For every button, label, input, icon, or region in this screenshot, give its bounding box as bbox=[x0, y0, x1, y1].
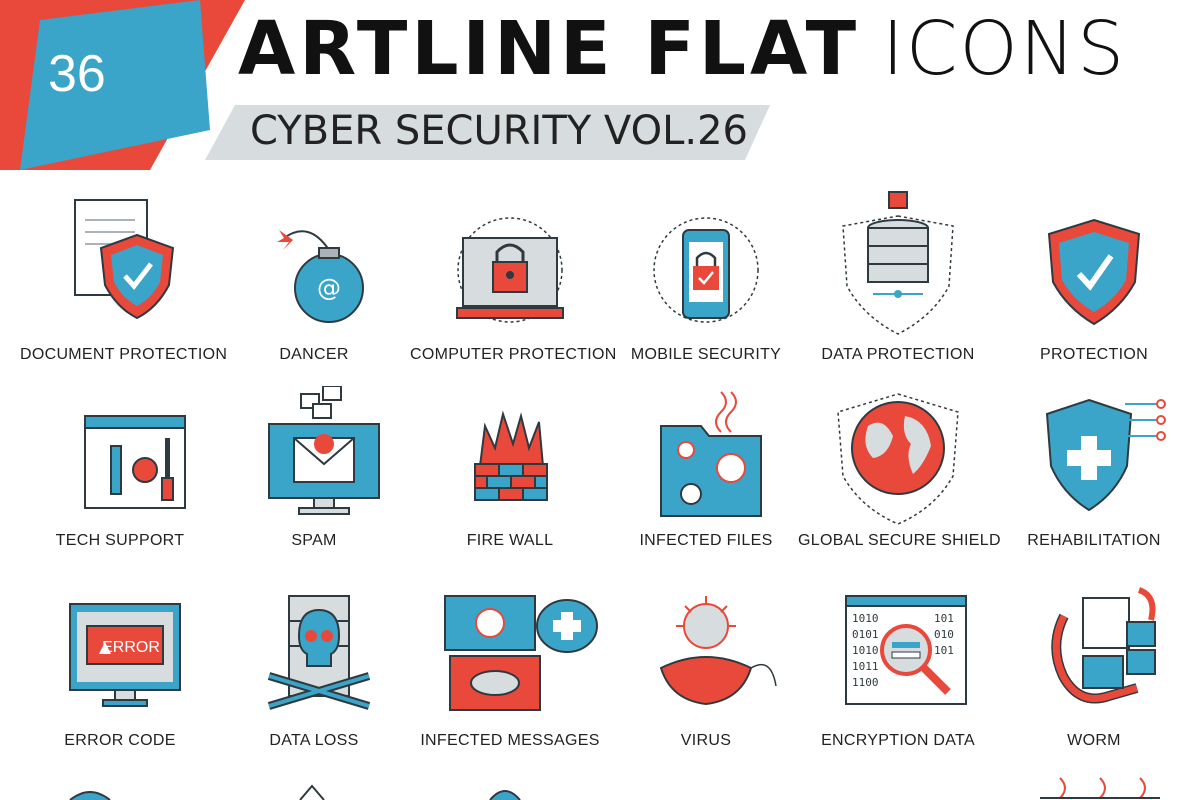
svg-text:101: 101 bbox=[934, 644, 954, 657]
icon-cell: SPAM bbox=[214, 386, 414, 550]
icon-cell: 1010 0101 1010 1011 1100 101 010 101 ENCRYPTIO… bbox=[798, 576, 998, 750]
icon-label: TECH SUPPORT bbox=[55, 532, 185, 549]
icon-label: ERROR CODE bbox=[64, 732, 176, 749]
virus-messages-icon bbox=[444, 595, 598, 711]
icon-cell: REHABILITATION bbox=[994, 386, 1194, 550]
icon-label: FIRE WALL bbox=[466, 532, 554, 549]
icon-cell: VIRUS bbox=[606, 576, 806, 750]
shield-check-icon bbox=[1047, 218, 1141, 326]
icon-cell: FIRE WALL bbox=[410, 386, 610, 550]
skull-database-icon bbox=[267, 595, 371, 710]
icon-label: INFECTED FILES bbox=[639, 532, 773, 549]
title-bold: ARTLINE FLAT bbox=[238, 6, 861, 92]
icon-label: SPAM bbox=[291, 532, 337, 549]
icon-cell: WORM bbox=[994, 576, 1194, 750]
binary-magnifier-icon: 1010 0101 1010 1011 1100 101 010 101 bbox=[845, 595, 967, 705]
phone-lock-icon bbox=[653, 217, 759, 323]
laptop-lock-icon bbox=[456, 217, 564, 323]
icon-label: DATA LOSS bbox=[269, 732, 359, 749]
title-light: ICONS bbox=[882, 6, 1127, 92]
icon-label: PROTECTION bbox=[1040, 346, 1148, 363]
partial-icon-row bbox=[69, 777, 1160, 800]
error-text: ERROR bbox=[102, 639, 160, 656]
icon-cell: DOCUMENT PROTECTION bbox=[20, 190, 228, 364]
infected-folder-icon bbox=[660, 391, 762, 517]
icon-cell: ERROR ERROR CODE bbox=[20, 576, 220, 750]
worm-files-icon bbox=[1051, 587, 1156, 704]
svg-text:1011: 1011 bbox=[852, 660, 879, 673]
icon-label: VIRUS bbox=[680, 732, 732, 749]
tools-window-icon bbox=[84, 415, 186, 509]
svg-text:010: 010 bbox=[934, 628, 954, 641]
icon-label: MOBILE SECURITY bbox=[630, 346, 782, 363]
icon-cell: TECH SUPPORT bbox=[20, 386, 220, 550]
icon-cell: COMPUTER PROTECTION bbox=[410, 190, 617, 364]
database-shield-icon bbox=[842, 191, 954, 335]
svg-text:0101: 0101 bbox=[852, 628, 879, 641]
icon-label: INFECTED MESSAGES bbox=[420, 732, 600, 749]
icon-cell: DATA LOSS bbox=[214, 576, 414, 750]
monitor-error-icon: ERROR bbox=[69, 603, 181, 707]
header-banner bbox=[0, 0, 770, 170]
icon-label: DOCUMENT PROTECTION bbox=[20, 346, 228, 363]
virus-icon bbox=[659, 596, 777, 706]
page-subtitle: CYBER SECURITY VOL.26 bbox=[250, 108, 748, 154]
icon-label: COMPUTER PROTECTION bbox=[410, 346, 617, 363]
badge-number: 36 bbox=[48, 45, 106, 103]
icon-cell: MOBILE SECURITY bbox=[606, 190, 806, 364]
icon-cell: INFECTED MESSAGES bbox=[410, 576, 610, 750]
monitor-mail-icon bbox=[268, 386, 380, 515]
svg-text:1010: 1010 bbox=[852, 644, 879, 657]
icon-cell: PROTECTION bbox=[994, 190, 1194, 364]
icon-label: GLOBAL SECURE SHIELD bbox=[798, 532, 1001, 549]
icon-label: WORM bbox=[1067, 732, 1121, 749]
svg-text:101: 101 bbox=[934, 612, 954, 625]
icon-cell: INFECTED FILES bbox=[606, 386, 806, 550]
svg-text:1100: 1100 bbox=[852, 676, 879, 689]
icon-label: DANCER bbox=[279, 346, 349, 363]
globe-shield-icon bbox=[837, 393, 959, 525]
icon-cell: @ DANCER bbox=[214, 190, 414, 364]
icon-label: ENCRYPTION DATA bbox=[821, 732, 975, 749]
shield-plus-icon bbox=[1045, 398, 1166, 512]
svg-text:1010: 1010 bbox=[852, 612, 879, 625]
firewall-icon bbox=[474, 410, 548, 501]
svg-text:@: @ bbox=[317, 274, 341, 302]
bomb-email-icon: @ bbox=[277, 230, 364, 323]
shield-check-document-icon bbox=[74, 199, 175, 320]
icon-cell: GLOBAL SECURE SHIELD bbox=[798, 386, 1001, 550]
icon-label: DATA PROTECTION bbox=[821, 346, 975, 363]
icon-cell: DATA PROTECTION bbox=[798, 186, 998, 364]
icon-label: REHABILITATION bbox=[1027, 532, 1161, 549]
